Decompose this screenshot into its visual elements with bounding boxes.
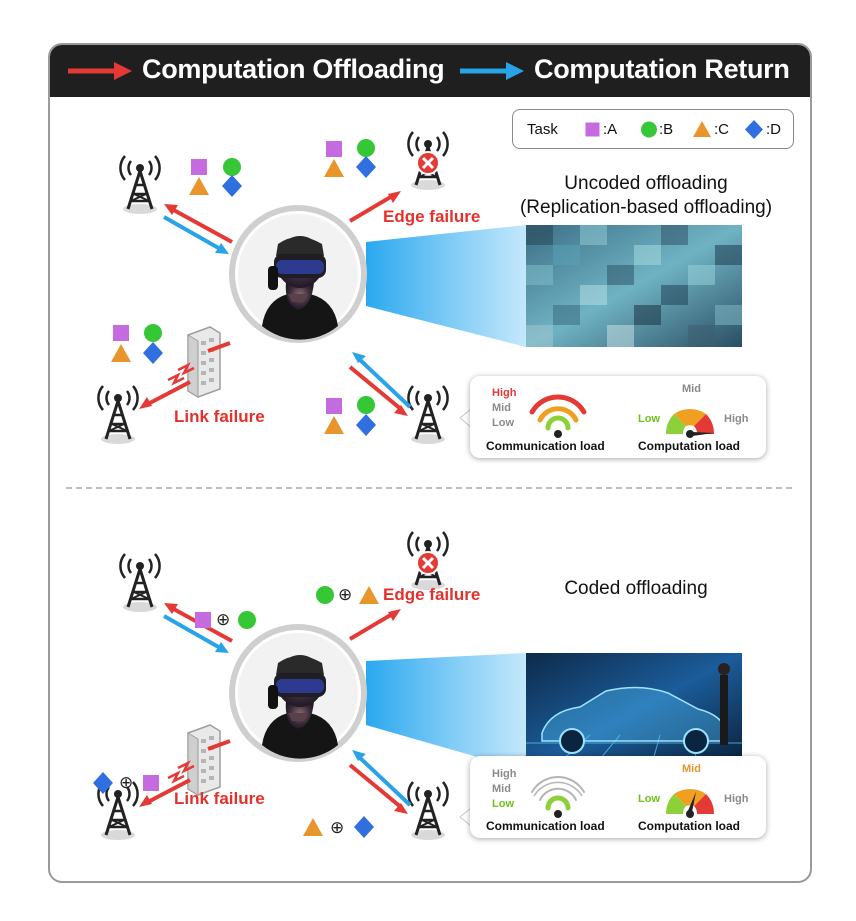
- comp-load-caption: Computation load: [638, 439, 740, 453]
- xor-symbol: ⊕: [338, 585, 353, 604]
- xor-symbol: ⊕: [330, 818, 345, 837]
- legend-label-d: :D: [766, 121, 781, 138]
- comm-load-caption: Communication load: [486, 819, 605, 833]
- comm-level-mid: Mid: [492, 783, 511, 795]
- comp-level-high: High: [724, 793, 749, 805]
- wifi-signal-icon: [531, 775, 585, 818]
- building-icon: [187, 724, 221, 796]
- legend-title: Task: [527, 121, 558, 138]
- computation-gauge-icon: [665, 408, 715, 438]
- load-card-uncoded: High Mid Low Low Mid High Communication …: [470, 376, 766, 458]
- header-return-label: Computation Return: [534, 54, 790, 84]
- xor-symbol: ⊕: [119, 773, 134, 792]
- comp-level-mid: Mid: [682, 383, 701, 395]
- uncoded-title: Uncoded offloading: [564, 173, 728, 194]
- triangle-icon: [693, 121, 711, 137]
- comm-level-mid: Mid: [492, 402, 511, 414]
- legend-label-c: :C: [714, 121, 729, 138]
- return-arrow-icon: [460, 62, 524, 80]
- load-indicators: [529, 394, 715, 438]
- offload-arrow: [348, 763, 408, 814]
- square-icon: [584, 121, 601, 138]
- diamond-icon: [745, 120, 763, 139]
- edge-tower-icon: [406, 384, 450, 446]
- comp-load-caption: Computation load: [638, 819, 740, 833]
- holographic-car-image: [526, 653, 742, 772]
- task-group: [324, 139, 376, 178]
- comp-level-high: High: [724, 413, 749, 425]
- building-icon: [187, 326, 221, 398]
- load-card-coded: High Mid Low Low Mid High Communication …: [470, 756, 766, 838]
- edge-failure-label: Edge failure: [383, 207, 481, 226]
- header-arrows: [68, 62, 524, 80]
- top-scene-graphics: [96, 130, 742, 446]
- circle-icon: [641, 121, 657, 138]
- legend-shapes: [584, 120, 763, 139]
- view-beam: [366, 225, 526, 347]
- link-failure-label: Link failure: [174, 407, 265, 426]
- coded-task-d-xor-a: [93, 772, 159, 794]
- return-arrow: [163, 215, 229, 254]
- edge-tower-icon: [96, 384, 140, 446]
- edge-tower-icon: [118, 154, 162, 216]
- comm-level-low: Low: [492, 417, 514, 429]
- offload-arrow-icon: [68, 62, 132, 80]
- edge-tower-icon: [406, 780, 450, 842]
- diagram-frame: Computation Offloading Computation Retur…: [48, 43, 812, 883]
- header-offloading-label: Computation Offloading: [142, 54, 445, 84]
- header-bar: Computation Offloading Computation Retur…: [50, 45, 810, 97]
- return-arrow: [352, 750, 412, 807]
- offload-arrow: [348, 365, 408, 416]
- link-failure-bolt-icon: [166, 373, 186, 385]
- coded-task-b-xor-c: [316, 586, 379, 604]
- uncoded-subtitle: (Replication-based offloading): [519, 197, 773, 218]
- coded-task-a-xor-b: [195, 611, 256, 629]
- load-indicators: [531, 775, 715, 818]
- computation-gauge-icon: [665, 788, 715, 818]
- offload-arrow: [348, 191, 401, 223]
- link-failure-bolt-icon: [166, 771, 186, 783]
- link-failure-label: Link failure: [174, 789, 265, 808]
- legend-label-b: :B: [659, 121, 674, 138]
- comm-level-low: Low: [492, 798, 514, 810]
- comm-load-caption: Communication load: [486, 439, 605, 453]
- legend-label-a: :A: [603, 121, 618, 138]
- failure-x-icon: [415, 150, 441, 176]
- return-arrow: [352, 352, 412, 409]
- comp-level-low: Low: [638, 793, 660, 805]
- offload-arrow: [164, 204, 233, 244]
- comm-level-high: High: [492, 387, 517, 399]
- view-beam: [366, 653, 526, 771]
- edge-tower-icon: [118, 552, 162, 614]
- task-legend: Task :A :B :C :D: [512, 109, 794, 149]
- return-arrow: [163, 614, 229, 653]
- task-group: [324, 396, 376, 436]
- wifi-signal-icon: [529, 394, 587, 438]
- task-group: [111, 324, 163, 364]
- vr-user-avatar: [232, 208, 364, 340]
- vr-user-avatar: [232, 627, 364, 759]
- failure-x-icon: [415, 550, 441, 576]
- coded-title: Coded offloading: [564, 578, 708, 599]
- offload-arrow: [348, 609, 401, 641]
- offload-arrow: [139, 739, 231, 807]
- xor-symbol: ⊕: [216, 610, 231, 629]
- edge-failure-label: Edge failure: [383, 585, 481, 604]
- pixelated-vr-image: [526, 225, 742, 347]
- bottom-scene-graphics: [93, 530, 742, 842]
- offload-arrow: [139, 341, 231, 409]
- coded-task-c-xor-d: [303, 816, 374, 838]
- task-group: [189, 158, 242, 197]
- comm-level-high: High: [492, 768, 517, 780]
- comp-level-low: Low: [638, 413, 660, 425]
- comp-level-mid: Mid: [682, 763, 701, 775]
- section-divider: [66, 487, 792, 489]
